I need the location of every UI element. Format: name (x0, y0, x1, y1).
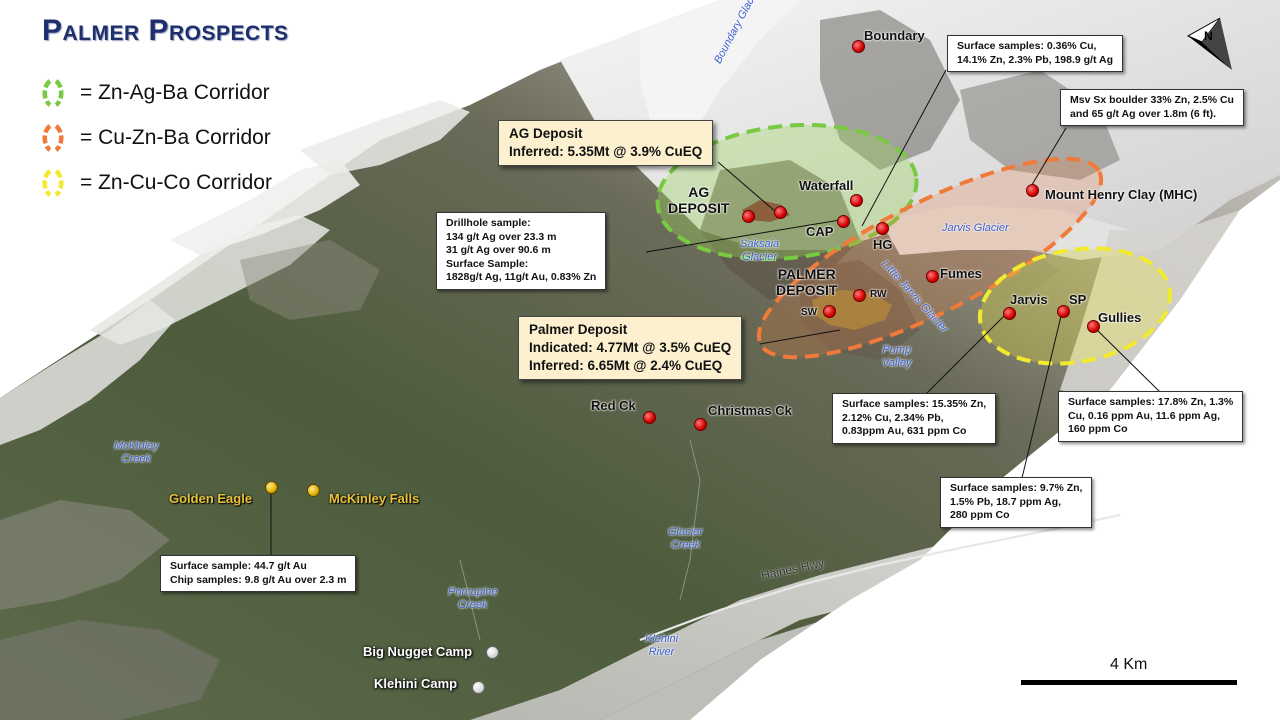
fumes-marker[interactable] (926, 270, 939, 283)
golden-eagle-label: Golden Eagle (169, 491, 253, 506)
palmer-deposit-indicated: Indicated: 4.77Mt @ 3.5% CuEQ (529, 340, 732, 355)
rw-label: RW (870, 289, 887, 300)
gullies-sample-box: Surface samples: 17.8% Zn, 1.3%Cu, 0.16 … (1058, 391, 1244, 442)
corridor-swatch-icon (42, 124, 64, 152)
north-label: N (1204, 29, 1213, 43)
red-ck-marker[interactable] (643, 411, 656, 424)
legend-label: = Zn-Ag-Ba Corridor (80, 81, 270, 104)
ag-deposit-box: AG Deposit Inferred: 5.35Mt @ 3.9% CuEQ (498, 120, 714, 166)
mhc-label: Mount Henry Clay (MHC) (1045, 187, 1198, 202)
legend-zn-cu-co: = Zn-Cu-Co Corridor (40, 168, 272, 198)
page-title: Palmer Prospects (42, 14, 289, 47)
sw-marker[interactable] (823, 305, 836, 318)
big-nugget-camp-marker[interactable] (486, 646, 499, 659)
legend-label: = Cu-Zn-Ba Corridor (80, 126, 271, 149)
waterfall-label: Waterfall (799, 178, 854, 193)
mhc-marker[interactable] (1026, 184, 1039, 197)
klehini-camp-label: Klehini Camp (374, 676, 458, 691)
klehini-camp-marker[interactable] (472, 681, 485, 694)
legend-label: = Zn-Cu-Co Corridor (80, 171, 272, 194)
fumes-label: Fumes (940, 266, 982, 281)
ag-deposit-marker[interactable] (742, 210, 755, 223)
ag-deposit-title: AG Deposit (509, 126, 583, 141)
sw-label: SW (801, 307, 818, 318)
sp-sample-box: Surface samples: 9.7% Zn,1.5% Pb, 18.7 p… (940, 477, 1093, 528)
north-arrow-icon: N (1186, 17, 1232, 70)
gullies-marker[interactable] (1087, 320, 1100, 333)
sp-marker[interactable] (1057, 305, 1070, 318)
mckinley-falls-marker[interactable] (307, 484, 320, 497)
scale-label: 4 Km (1110, 656, 1148, 673)
palmer-deposit-title: Palmer Deposit (529, 322, 628, 337)
boundary-sample-box: Surface samples: 0.36% Cu,14.1% Zn, 2.3%… (947, 35, 1123, 72)
hg-marker[interactable] (876, 222, 889, 235)
ag-deposit-marker-2[interactable] (774, 206, 787, 219)
boundary-label: Boundary (864, 28, 925, 43)
legend-cu-zn-ba: = Cu-Zn-Ba Corridor (40, 123, 271, 153)
boundary-marker[interactable] (852, 40, 865, 53)
corridor-swatch-icon (42, 169, 64, 197)
sp-label: SP (1069, 292, 1087, 307)
red-ck-label: Red Ck (591, 398, 636, 413)
zn-ag-ba-corridor (655, 122, 919, 262)
jarvis-marker[interactable] (1003, 307, 1016, 320)
golden-eagle-marker[interactable] (265, 481, 278, 494)
ag-deposit-inferred: Inferred: 5.35Mt @ 3.9% CuEQ (509, 144, 703, 159)
palmer-deposit-box: Palmer Deposit Indicated: 4.77Mt @ 3.5% … (518, 316, 743, 380)
mckinley-falls-label: McKinley Falls (329, 491, 420, 506)
christmas-ck-marker[interactable] (694, 418, 707, 431)
scale-bar (1021, 680, 1237, 685)
cap-label: CAP (806, 224, 834, 239)
gullies-label: Gullies (1098, 310, 1142, 325)
rw-marker[interactable] (853, 289, 866, 302)
corridor-swatch-icon (42, 79, 64, 107)
legend-zn-ag-ba: = Zn-Ag-Ba Corridor (40, 78, 270, 108)
cap-marker[interactable] (837, 215, 850, 228)
palmer-deposit-inferred: Inferred: 6.65Mt @ 2.4% CuEQ (529, 358, 723, 373)
jarvis-glacier-label: Jarvis Glacier (942, 222, 1009, 234)
jarvis-label: Jarvis (1010, 292, 1048, 307)
jarvis-sample-box: Surface samples: 15.35% Zn,2.12% Cu, 2.3… (832, 393, 997, 444)
waterfall-marker[interactable] (850, 194, 863, 207)
zn-cu-co-corridor (977, 246, 1173, 366)
big-nugget-camp-label: Big Nugget Camp (363, 644, 473, 659)
hg-label: HG (873, 237, 893, 252)
christmas-ck-label: Christmas Ck (708, 403, 792, 418)
